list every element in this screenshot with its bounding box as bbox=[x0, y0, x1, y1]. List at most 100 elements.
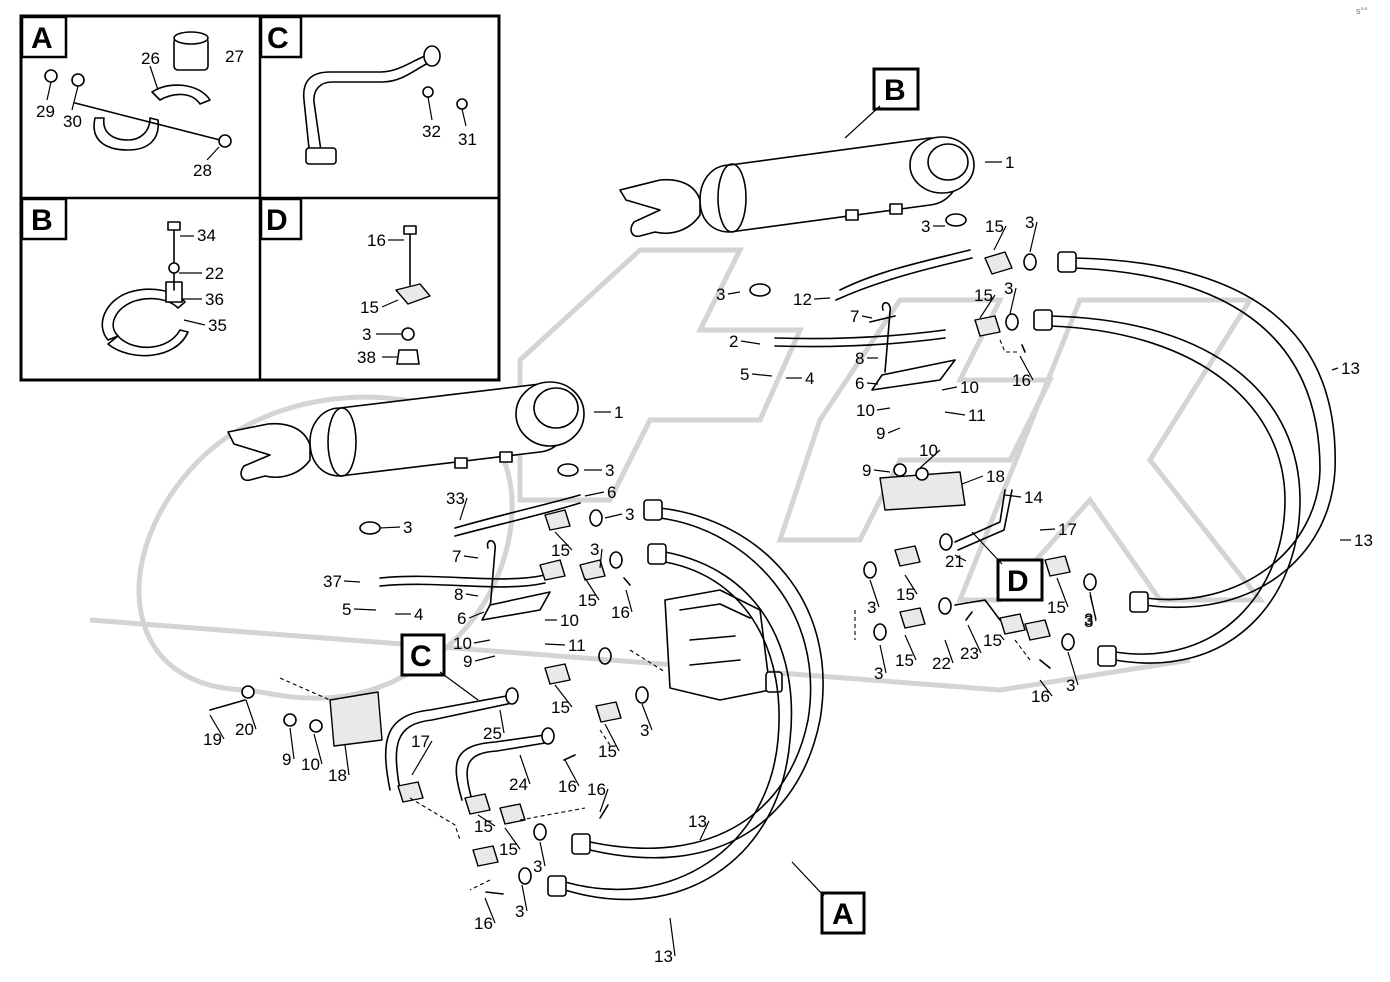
leader-line-ll-5 bbox=[353, 608, 377, 611]
svg-text:A: A bbox=[832, 898, 854, 931]
callout-d: D bbox=[971, 531, 1044, 602]
part-label-bl-16c: 16 bbox=[474, 914, 493, 933]
leader-line-mid-17 bbox=[1039, 528, 1056, 531]
part-label-mid-23: 23 bbox=[960, 644, 979, 663]
leader-line-mid-15b bbox=[1056, 577, 1069, 608]
callout-c: C bbox=[400, 633, 479, 701]
leader-line-ur-13 bbox=[1331, 367, 1339, 371]
part-label-ur-11: 11 bbox=[968, 406, 986, 425]
part-label-bl-3a: 3 bbox=[640, 721, 649, 740]
leader-line-mid-22 bbox=[944, 639, 954, 664]
part-label-mid-21: 21 bbox=[945, 552, 964, 571]
leader-line-ur-16 bbox=[1019, 355, 1034, 381]
part-label-mid-3a: 3 bbox=[867, 598, 876, 617]
part-label-ll-11: 11 bbox=[568, 636, 586, 655]
part-label-ll-1: 1 bbox=[614, 403, 623, 422]
panel-letter-c: C bbox=[267, 22, 289, 55]
part-label-ur-12: 12 bbox=[793, 290, 812, 309]
leader-line-mid-3d bbox=[1067, 651, 1079, 686]
part-label-ur-9: 9 bbox=[876, 424, 885, 443]
hoses-upper bbox=[1033, 251, 1336, 667]
background-watermark bbox=[89, 247, 1266, 701]
part-label-ur-3b: 3 bbox=[1025, 213, 1034, 232]
lower-cylinder bbox=[227, 381, 585, 482]
label-a-30: 30 bbox=[63, 112, 82, 131]
label-a-28: 28 bbox=[193, 161, 212, 180]
part-label-ur-16: 16 bbox=[1012, 371, 1031, 390]
part-label-bl-25: 25 bbox=[483, 724, 502, 743]
callout-b: B bbox=[844, 67, 920, 139]
part-label-ur-3d: 3 bbox=[1004, 279, 1013, 298]
leader-line-bl-15b bbox=[604, 723, 620, 752]
leader-line-mid-9 bbox=[873, 469, 891, 473]
label-b-22: 22 bbox=[205, 264, 224, 283]
part-label-bl-15d: 15 bbox=[499, 840, 518, 859]
part-label-ur-2: 2 bbox=[729, 332, 738, 351]
leader-line-mid-18 bbox=[961, 475, 984, 485]
leader-line-bl-16b bbox=[599, 788, 609, 813]
leader-line-ll-9 bbox=[474, 655, 496, 662]
part-label-mid-13: 13 bbox=[1354, 531, 1373, 550]
part-label-mid-3e: 3 bbox=[1084, 610, 1093, 629]
svg-text:C: C bbox=[410, 640, 432, 673]
hoses-lower bbox=[547, 499, 824, 901]
leader-line-ll-11 bbox=[544, 643, 566, 646]
leader-line-bl-15d bbox=[504, 827, 521, 850]
label-a-27: 27 bbox=[225, 47, 244, 66]
part-label-ll-15a: 15 bbox=[551, 541, 570, 560]
label-d-38: 38 bbox=[357, 348, 376, 367]
leader-line-ur-11 bbox=[944, 411, 966, 416]
leader-line-bl-20 bbox=[245, 699, 257, 730]
leader-line-ur-3c bbox=[727, 291, 741, 295]
part-label-ur-15b: 15 bbox=[974, 286, 993, 305]
leader-line-mid-10 bbox=[919, 449, 941, 469]
part-label-ll-9: 9 bbox=[463, 652, 472, 671]
part-label-ll-37: 37 bbox=[323, 572, 342, 591]
part-label-bl-18: 18 bbox=[328, 766, 347, 785]
label-b-34: 34 bbox=[197, 226, 216, 245]
label-c-32: 32 bbox=[422, 122, 441, 141]
leader-line-ur-9 bbox=[887, 427, 901, 434]
leader-line-bl-24 bbox=[519, 754, 531, 785]
part-label-mid-9: 9 bbox=[862, 461, 871, 480]
leader-line-mid-16 bbox=[1039, 679, 1053, 697]
part-label-mid-18: 18 bbox=[986, 467, 1005, 486]
leader-line-ur-6 bbox=[866, 382, 879, 385]
callouts: B A C D bbox=[400, 67, 1044, 935]
leader-line-ll-16a bbox=[625, 589, 633, 613]
part-label-ur-8: 8 bbox=[855, 349, 864, 368]
part-label-mid-15b: 15 bbox=[1047, 598, 1066, 617]
leader-line-ur-3d bbox=[1009, 287, 1017, 315]
leader-line-ll-3c bbox=[604, 513, 623, 519]
part-label-ur-6: 6 bbox=[855, 374, 864, 393]
part-label-mid-22: 22 bbox=[932, 654, 951, 673]
dashed-guides bbox=[279, 339, 1031, 891]
part-label-bl-15b: 15 bbox=[598, 742, 617, 761]
leader-line-ll-3d bbox=[599, 548, 603, 569]
leader-line-bl-19 bbox=[209, 714, 225, 740]
leader-line-ur-7 bbox=[861, 315, 873, 319]
leader-line-bl-16a bbox=[564, 759, 580, 787]
label-d-16: 16 bbox=[367, 231, 386, 250]
part-label-ll-15b: 15 bbox=[578, 591, 597, 610]
leader-line-mid-15c bbox=[904, 634, 917, 661]
part-label-ll-8: 8 bbox=[454, 585, 463, 604]
part-label-mid-15a: 15 bbox=[896, 585, 915, 604]
leader-line-ur-10b bbox=[876, 407, 891, 411]
detail-panel-b: B 34 22 36 35 bbox=[20, 197, 227, 357]
callout-a: A bbox=[791, 861, 866, 935]
leader-line-bl-15c bbox=[477, 814, 496, 827]
leader-line-mid-3e bbox=[1089, 594, 1097, 620]
part-label-ur-15a: 15 bbox=[985, 217, 1004, 236]
part-label-mid-3d: 3 bbox=[1066, 676, 1075, 695]
leader-line-bl-9 bbox=[289, 727, 295, 760]
leader-line-bl-10 bbox=[313, 733, 323, 765]
detail-panel-a: A 26 27 29 30 28 bbox=[20, 15, 244, 180]
upper-cylinder bbox=[619, 136, 975, 238]
panel-letter-d: D bbox=[266, 204, 288, 237]
leader-line-mid-21 bbox=[954, 554, 967, 562]
svg-text:D: D bbox=[1007, 565, 1029, 598]
leader-line-ur-10a bbox=[941, 386, 958, 391]
valve-block bbox=[664, 589, 783, 701]
